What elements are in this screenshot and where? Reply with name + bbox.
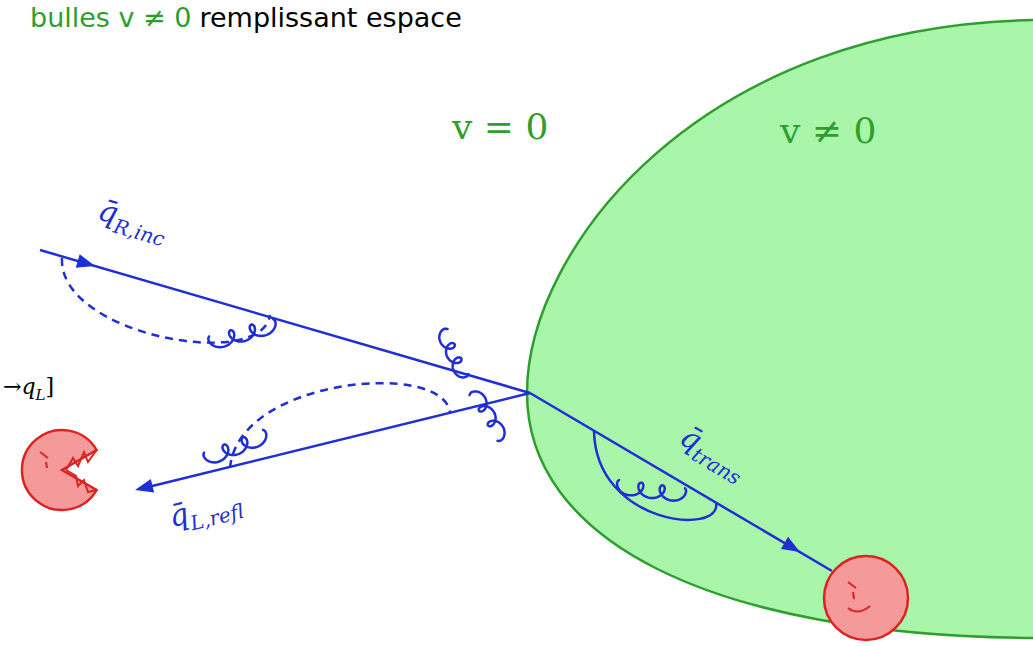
formula-fragment-text: ]	[46, 374, 55, 399]
heading-text: bulles v ≠ 0	[30, 2, 191, 33]
formula-fragment-text: →q	[3, 374, 36, 399]
happy-face	[824, 556, 908, 640]
region-label: v ≠ 0	[780, 110, 876, 151]
unhappy-face	[22, 430, 97, 510]
bubble-region: v ≠ 0	[527, 20, 1033, 646]
gluon	[204, 430, 267, 463]
dashed-loop	[62, 258, 270, 343]
quark-label: q̄L,refl	[165, 482, 245, 534]
quark-label: q̄R,inc	[94, 192, 172, 246]
gluon	[470, 391, 505, 441]
heading-text: remplissant espace	[199, 2, 461, 33]
arrowhead	[781, 537, 800, 552]
quark-label-text: R,inc	[111, 214, 168, 252]
heading: bulles v ≠ 0 remplissant espace	[30, 2, 462, 33]
region-label-text: v = 0	[452, 106, 548, 147]
gluon	[617, 480, 686, 501]
gluon	[439, 329, 468, 378]
quark-line	[140, 393, 530, 489]
dashed-loop	[230, 383, 450, 468]
gluon	[208, 319, 275, 347]
quark-line	[40, 250, 530, 393]
arrowhead	[135, 479, 154, 493]
quark-line	[530, 393, 832, 571]
arrowhead	[76, 254, 95, 267]
quark-label-text: L,refl	[188, 499, 247, 535]
region-label: v = 0	[452, 106, 548, 147]
formula-fragment: →qL]	[3, 374, 54, 399]
formula-fragment-text: L	[36, 386, 46, 404]
